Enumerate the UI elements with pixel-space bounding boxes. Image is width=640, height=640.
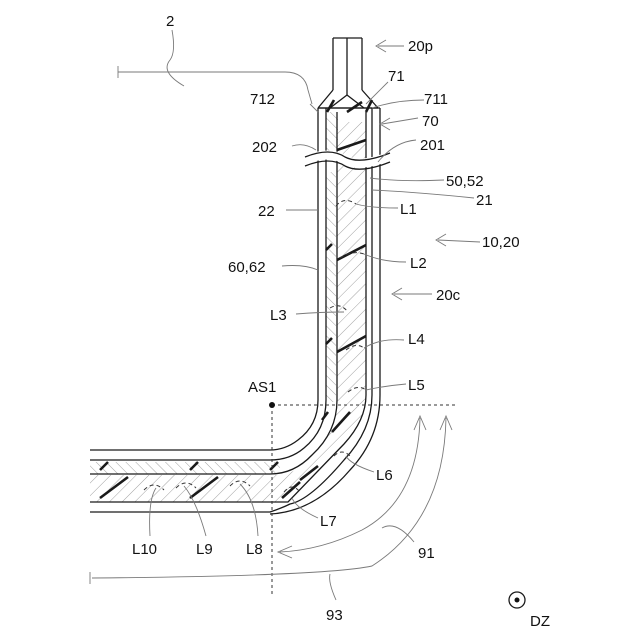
label-L6: L6 [376, 467, 393, 484]
label-L8: L8 [246, 541, 263, 558]
label-DZ: DZ [530, 613, 550, 630]
label-712: 712 [250, 91, 275, 108]
dz-symbol [509, 592, 525, 608]
label-50-52: 50,52 [446, 173, 484, 190]
label-10-20: 10,20 [482, 234, 520, 251]
label-91: 91 [418, 545, 435, 562]
label-20p: 20p [408, 38, 433, 55]
label-L9: L9 [196, 541, 213, 558]
label-L5: L5 [408, 377, 425, 394]
vertical-section-walls [90, 108, 380, 514]
label-70: 70 [422, 113, 439, 130]
label-60-62: 60,62 [228, 259, 266, 276]
label-22: 22 [258, 203, 275, 220]
label-71: 71 [388, 68, 405, 85]
label-21: 21 [476, 192, 493, 209]
top-tube-20p [318, 38, 378, 108]
label-L7: L7 [320, 513, 337, 530]
label-L1: L1 [400, 201, 417, 218]
label-L10: L10 [132, 541, 157, 558]
label-202: 202 [252, 139, 277, 156]
label-AS1: AS1 [248, 379, 276, 396]
label-201: 201 [420, 137, 445, 154]
label-L2: L2 [410, 255, 427, 272]
label-93: 93 [326, 607, 343, 624]
label-L4: L4 [408, 331, 425, 348]
label-711: 711 [424, 91, 448, 108]
label-L3: L3 [270, 307, 287, 324]
label-20c: 20c [436, 287, 461, 304]
label-2: 2 [166, 13, 174, 30]
